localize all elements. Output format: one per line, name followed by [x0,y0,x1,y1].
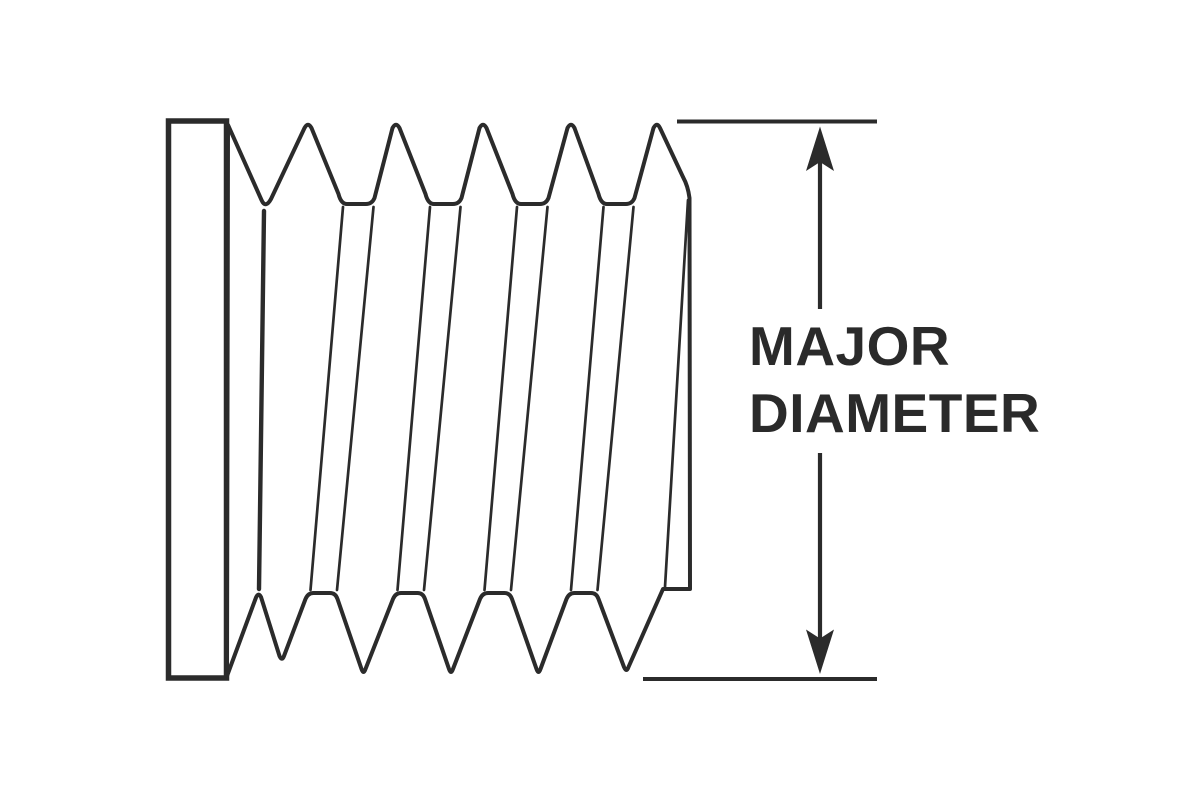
dimension-label-line2: DIAMETER [749,382,1040,444]
dimension-label-line1: MAJOR [749,315,950,377]
helix-line [596,205,635,592]
helix-line [335,205,375,592]
dimension-arrow-up-icon [806,126,834,171]
helix-line [569,205,605,592]
thread-body-outline [225,122,692,678]
major-diameter-dimension [643,119,877,681]
helix-line [509,205,549,592]
dimension-label: MAJOR DIAMETER [749,315,1040,444]
helix-line [256,208,267,592]
helix-line [663,198,690,589]
dimension-arrow-down-icon [806,629,834,674]
helix-line [396,205,432,592]
thread-helix-lines [256,198,690,592]
helix-line [309,205,345,592]
screw-head [165,118,230,681]
helix-line [422,205,462,592]
helix-line [483,205,519,592]
